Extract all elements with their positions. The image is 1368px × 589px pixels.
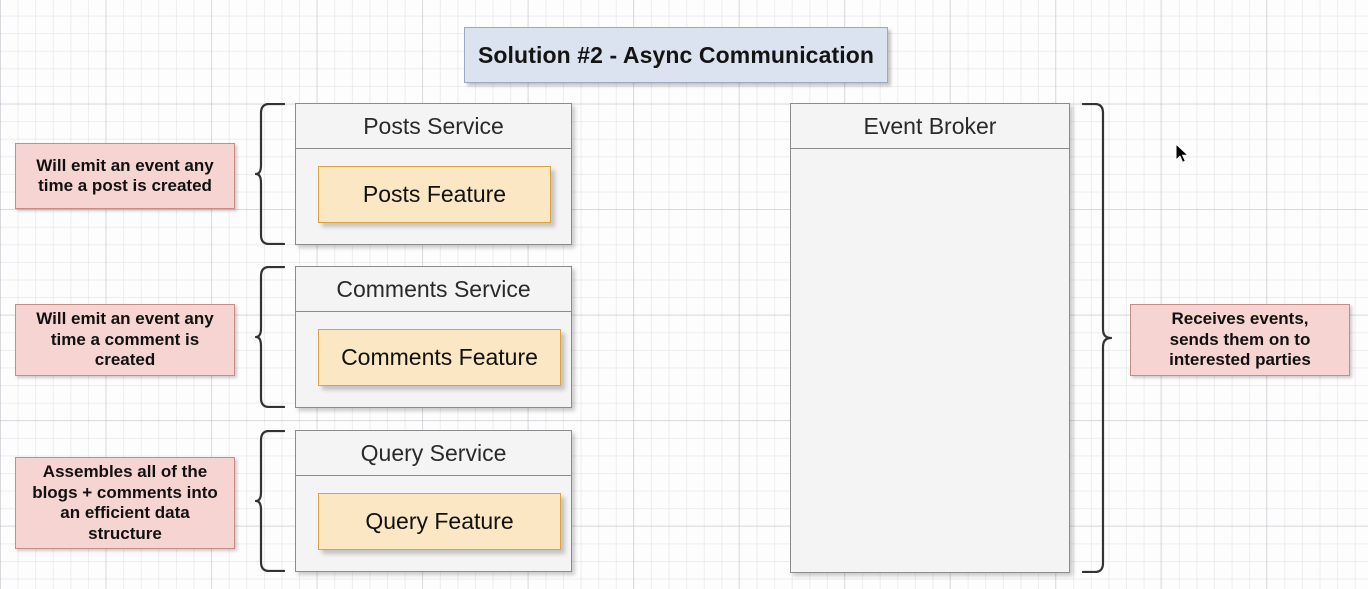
service-query: Query Service Query Feature	[295, 430, 572, 572]
feature-comments-text: Comments Feature	[341, 344, 538, 370]
brace-posts	[255, 103, 285, 245]
feature-query: Query Feature	[318, 493, 561, 550]
service-comments-header: Comments Service	[296, 267, 571, 312]
note-posts-text: Will emit an event any time a post is cr…	[36, 155, 214, 196]
event-broker-body	[791, 149, 1069, 572]
service-posts-header: Posts Service	[296, 104, 571, 149]
feature-comments: Comments Feature	[318, 329, 561, 386]
service-query-body: Query Feature	[296, 476, 571, 571]
diagram-title-box: Solution #2 - Async Communication	[464, 27, 888, 83]
service-posts-body: Posts Feature	[296, 149, 571, 244]
note-broker: Receives events, sends them on to intere…	[1130, 304, 1350, 376]
service-posts: Posts Service Posts Feature	[295, 103, 572, 245]
note-query-text: Assembles all of the blogs + comments in…	[32, 462, 218, 543]
note-comments: Will emit an event any time a comment is…	[15, 304, 235, 376]
service-posts-title: Posts Service	[363, 112, 504, 139]
diagram-title-text: Solution #2 - Async Communication	[477, 41, 875, 68]
note-posts: Will emit an event any time a post is cr…	[15, 143, 235, 209]
brace-query	[255, 430, 285, 572]
feature-posts-text: Posts Feature	[362, 181, 507, 207]
note-broker-text: Receives events, sends them on to intere…	[1169, 309, 1311, 370]
note-query: Assembles all of the blogs + comments in…	[15, 457, 235, 549]
event-broker: Event Broker	[790, 103, 1070, 573]
brace-broker	[1082, 103, 1112, 573]
feature-query-text: Query Feature	[365, 508, 514, 534]
event-broker-header: Event Broker	[791, 104, 1069, 149]
mouse-cursor-icon	[1175, 142, 1191, 165]
service-query-header: Query Service	[296, 431, 571, 476]
service-comments-body: Comments Feature	[296, 312, 571, 407]
feature-posts: Posts Feature	[318, 166, 551, 223]
brace-comments	[255, 266, 285, 408]
service-comments: Comments Service Comments Feature	[295, 266, 572, 408]
service-query-title: Query Service	[360, 439, 507, 466]
note-comments-text: Will emit an event any time a comment is…	[36, 309, 214, 370]
service-comments-title: Comments Service	[336, 275, 531, 302]
event-broker-title: Event Broker	[863, 112, 997, 139]
